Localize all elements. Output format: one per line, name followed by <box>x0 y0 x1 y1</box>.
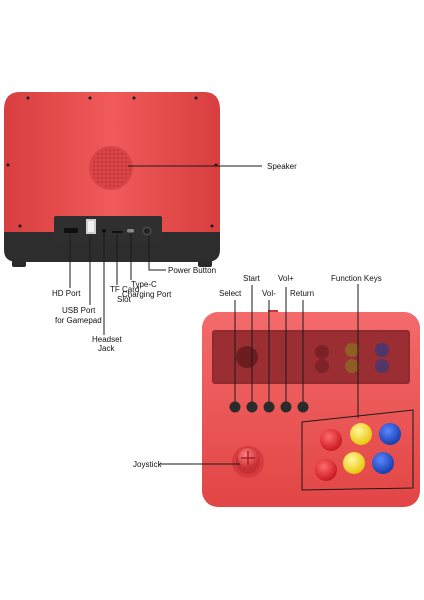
function-key-yellow-2[interactable] <box>343 452 365 474</box>
function-keys-box <box>301 409 414 491</box>
label-vol-plus: Vol+ <box>278 274 294 283</box>
label-select: Select <box>219 289 242 298</box>
label-return: Return <box>290 289 314 298</box>
label-typec-2: Charging Port <box>122 290 172 299</box>
tf-card-slot <box>112 231 122 233</box>
power-callout-line <box>148 236 166 271</box>
screw <box>210 224 214 228</box>
screen-reflection <box>375 359 389 373</box>
vol-minus-button[interactable] <box>263 401 275 413</box>
screw <box>26 96 30 100</box>
joystick-cross-icon <box>241 451 255 465</box>
label-start: Start <box>243 274 261 283</box>
label-usb-port-2: for Gamepad <box>55 316 102 325</box>
usb-port-inner <box>88 221 94 232</box>
function-key-blue-1[interactable] <box>379 423 401 445</box>
label-tf-card-1: TF Card <box>110 285 139 294</box>
label-headset-2: Jack <box>98 344 115 353</box>
screw <box>6 163 10 167</box>
screen-reflection <box>375 343 389 357</box>
screen-reflection-stick <box>236 346 258 368</box>
label-headset-1: Headset <box>92 335 123 344</box>
label-hd-port: HD Port <box>52 289 81 298</box>
speaker-grill-holes <box>91 148 131 188</box>
screen-reflection <box>345 343 359 357</box>
port-panel <box>54 216 162 242</box>
front-callouts <box>160 284 359 465</box>
label-tf-card-2: Slot <box>117 295 132 304</box>
headset-jack <box>102 229 106 233</box>
label-function-keys: Function Keys <box>331 274 382 283</box>
back-view <box>4 92 220 267</box>
label-typec-1: Type-C <box>131 280 157 289</box>
power-button-face <box>144 228 150 234</box>
function-key-blue-2[interactable] <box>372 452 394 474</box>
typec-port <box>127 229 134 233</box>
screw <box>194 96 198 100</box>
screen-reflection <box>345 359 359 373</box>
vol-plus-button[interactable] <box>280 401 292 413</box>
label-usb-port-1: USB Port <box>62 306 96 315</box>
return-button[interactable] <box>297 401 309 413</box>
hd-port <box>64 228 78 233</box>
function-key-red-2[interactable] <box>315 459 337 481</box>
select-button[interactable] <box>229 401 241 413</box>
function-key-red-1[interactable] <box>320 429 342 451</box>
screen-reflection <box>315 345 329 359</box>
screw <box>88 96 92 100</box>
label-power-button: Power Button <box>168 266 216 275</box>
screen-area-inner <box>214 332 408 382</box>
start-button[interactable] <box>246 401 258 413</box>
label-joystick: Joystick <box>133 460 162 469</box>
function-key-yellow-1[interactable] <box>350 423 372 445</box>
screw <box>132 96 136 100</box>
screen-reflection <box>315 359 329 373</box>
back-callouts <box>69 165 262 335</box>
screw <box>18 224 22 228</box>
label-speaker: Speaker <box>267 162 297 171</box>
label-vol-minus: Vol- <box>262 289 276 298</box>
front-view <box>202 310 420 507</box>
